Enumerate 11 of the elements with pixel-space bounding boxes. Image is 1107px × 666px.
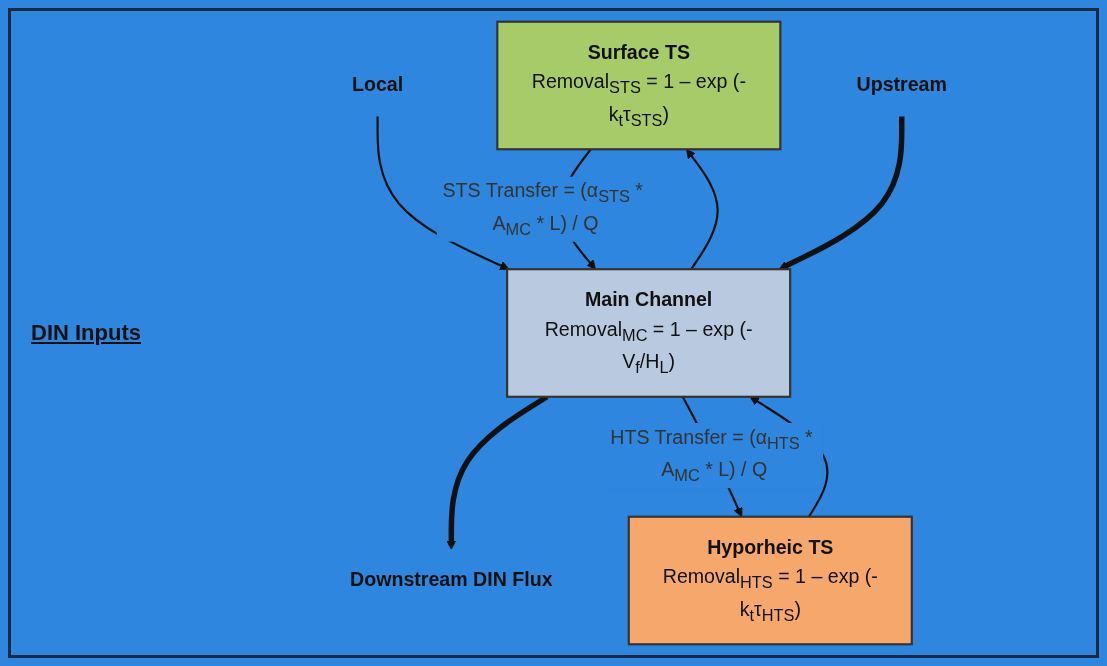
arrow (778, 116, 905, 270)
arrow (376, 116, 510, 270)
edge-label: HTS Transfer = (α$_{HTS}$ * A$_{MC}$ * L) / Q (610, 426, 813, 485)
node-box: Main Channel Removal$_{MC}$ = 1 – exp (-V$_{f}$/H$_{L}$) (506, 268, 792, 398)
node-text: Local (351, 74, 404, 96)
heading: DIN Inputs (31, 320, 142, 346)
node-box: Surface TS Removal$_{STS}$ = 1 – exp (-k$_{t}$τ$_{STS}$) (496, 20, 782, 151)
node-box: Hyporheic TS Removal$_{HTS}$ = 1 – exp (-k$_{t}$τ$_{HTS}$) (627, 515, 913, 646)
node-text: Upstream (856, 74, 947, 96)
edge-label: STS Transfer = (α$_{STS}$ * A$_{MC}$ * L) / Q (442, 179, 643, 239)
node-text: Downstream DIN Flux (350, 569, 553, 591)
